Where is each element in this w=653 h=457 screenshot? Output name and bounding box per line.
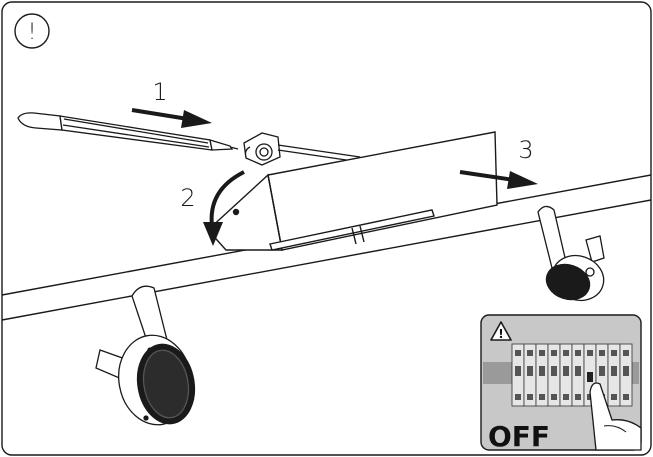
spotlight-left xyxy=(95,285,196,426)
breaker-inset: ! OFF xyxy=(480,314,642,453)
spotlight-right xyxy=(537,205,605,302)
screwdriver xyxy=(17,112,239,151)
caution-circle-icon: ! xyxy=(14,13,50,49)
warning-triangle-icon: ! xyxy=(490,321,512,341)
hand xyxy=(589,382,642,451)
arrow-step-2 xyxy=(203,170,245,246)
step-1-label: 1 xyxy=(152,78,167,106)
mounting-clip xyxy=(243,132,361,166)
arrow-step-1 xyxy=(131,108,212,128)
driver-housing xyxy=(207,131,498,251)
arrow-step-3 xyxy=(459,170,538,189)
step-2-label: 2 xyxy=(180,184,195,212)
caution-symbol: ! xyxy=(28,20,37,45)
off-label: OFF xyxy=(488,420,550,453)
warning-symbol: ! xyxy=(498,327,503,341)
step-3-label: 3 xyxy=(518,136,533,164)
